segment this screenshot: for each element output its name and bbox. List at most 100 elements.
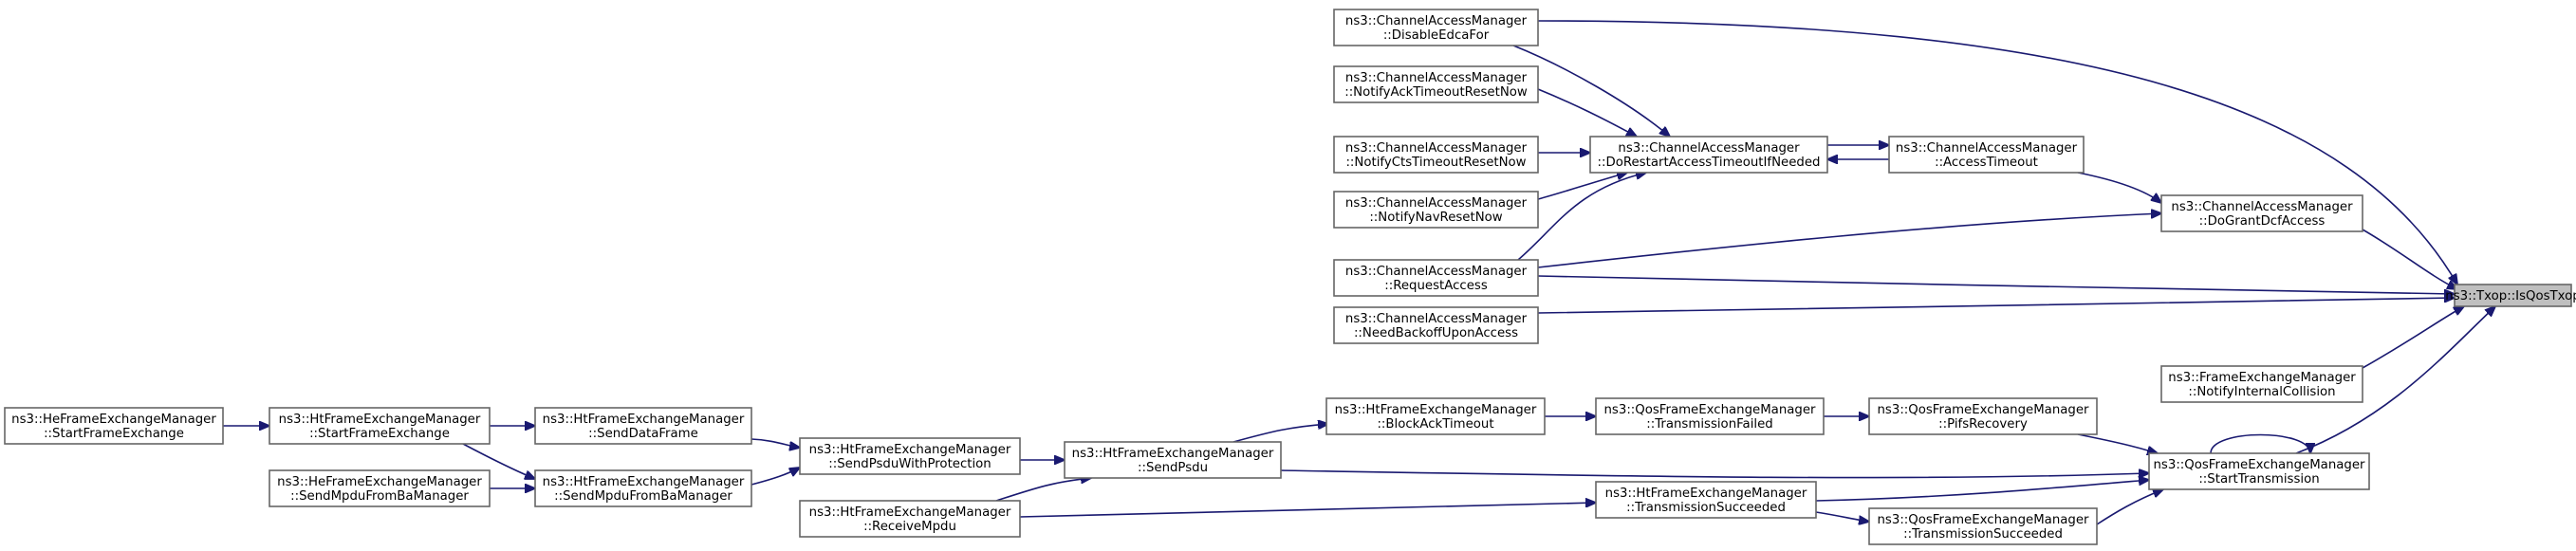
node-box — [1325, 397, 1546, 435]
node-label-class: ns3::HeFrameExchangeManager — [11, 413, 216, 427]
node-label-class: ns3::ChannelAccessManager — [1345, 265, 1528, 279]
node-label-method: ::TransmissionSucceeded — [1903, 527, 2063, 542]
node-ns3-frameexchangemanager-notifyinternalcollision[interactable]: ns3::FrameExchangeManager::NotifyInterna… — [2160, 365, 2363, 403]
node-label-method: ::NeedBackoffUponAccess — [1354, 326, 1518, 340]
node-ns3-htframeexchangemanager-sendmpdufrombamanager[interactable]: ns3::HtFrameExchangeManager::SendMpduFro… — [534, 469, 752, 507]
node-ns3-channelaccessmanager-dorestartaccesstimeoutifneeded[interactable]: ns3::ChannelAccessManager::DoRestartAcce… — [1589, 136, 1828, 174]
node-label-method: ::DisableEdcaFor — [1383, 28, 1490, 43]
edge-n5-to-n4 — [1537, 88, 1637, 137]
node-box — [1868, 397, 2098, 435]
node-ns3-channelaccessmanager-needbackoffuponaccess[interactable]: ns3::ChannelAccessManager::NeedBackoffUp… — [1333, 306, 1539, 344]
node-label-method: ::ReceiveMpdu — [863, 520, 956, 534]
node-box — [534, 407, 752, 445]
node-ns3-htframeexchangemanager-senddataframe[interactable]: ns3::HtFrameExchangeManager::SendDataFra… — [534, 407, 752, 445]
node-label-class: ns3::ChannelAccessManager — [2171, 200, 2353, 214]
edge-n10-to-n0 — [2362, 306, 2464, 369]
node-box — [799, 437, 1021, 475]
node-label-method: ::SendMpduFromBaManager — [554, 489, 732, 504]
node-ns3-htframeexchangemanager-receivempdu[interactable]: ns3::HtFrameExchangeManager::ReceiveMpdu — [799, 500, 1021, 538]
node-ns3-htframeexchangemanager-sendpsduwithprotection[interactable]: ns3::HtFrameExchangeManager::SendPsduWit… — [799, 437, 1021, 475]
edge-n11-to-n0 — [2295, 306, 2495, 454]
node-box — [2160, 194, 2363, 232]
node-label-method: ::NotifyCtsTimeoutResetNow — [1345, 156, 1526, 170]
node-ns3-qosframeexchangemanager-transmissionsucceeded[interactable]: ns3::QosFrameExchangeManager::Transmissi… — [1868, 507, 2098, 545]
node-box — [1333, 136, 1539, 174]
node-ns3-qosframeexchangemanager-starttransmission[interactable]: ns3::QosFrameExchangeManager::StartTrans… — [2148, 452, 2370, 490]
node-box — [1333, 191, 1539, 229]
node-label-class: ns3::QosFrameExchangeManager — [1604, 403, 1817, 417]
node-ns3-channelaccessmanager-dograntdcfaccess[interactable]: ns3::ChannelAccessManager::DoGrantDcfAcc… — [2160, 194, 2363, 232]
node-label-method: ::StartFrameExchange — [44, 427, 184, 441]
node-label-method: ::NotifyInternalCollision — [2188, 385, 2335, 399]
node-label-class: ns3::HtFrameExchangeManager — [1605, 487, 1807, 501]
node-box — [1333, 9, 1539, 46]
node-label-class: ns3::HeFrameExchangeManager — [277, 475, 482, 489]
node-label-method: ::TransmissionSucceeded — [1626, 501, 1786, 515]
node-label-class: ns3::HtFrameExchangeManager — [809, 505, 1011, 520]
node-label-class: ns3::ChannelAccessManager — [1345, 14, 1528, 28]
node-label-method: ::StartFrameExchange — [309, 427, 450, 441]
node-label-class: ns3::HtFrameExchangeManager — [279, 413, 481, 427]
node-label-class: ns3::HtFrameExchangeManager — [809, 443, 1011, 457]
edge-n7-to-n4 — [1537, 173, 1627, 200]
edge-n22-to-n15 — [995, 478, 1091, 502]
node-label-method: ::NotifyNavResetNow — [1369, 211, 1502, 225]
edge-n15-to-n11 — [1280, 470, 2149, 479]
edge-n17-to-n16 — [751, 438, 800, 448]
node-label-method: ::NotifyAckTimeoutResetNow — [1344, 85, 1528, 100]
edge-n8-to-n4 — [1517, 173, 1646, 261]
edge-n11-to-n11 — [2210, 433, 2310, 454]
node-box — [4, 407, 224, 445]
node-box — [1333, 259, 1539, 297]
node-ns3-heframeexchangemanager-startframeexchange[interactable]: ns3::HeFrameExchangeManager::StartFrameE… — [4, 407, 224, 445]
node-label-class: ns3::QosFrameExchangeManager — [2154, 458, 2366, 472]
edge-n1-to-n4 — [1512, 45, 1670, 137]
node-label-method: ::DoGrantDcfAccess — [2199, 214, 2326, 229]
node-ns3-qosframeexchangemanager-pifsrecovery[interactable]: ns3::QosFrameExchangeManager::PifsRecove… — [1868, 397, 2098, 435]
edge-n20-to-n16 — [751, 468, 800, 486]
node-label-method: ::StartTransmission — [2198, 472, 2319, 487]
node-label-class: ns3::HtFrameExchangeManager — [543, 475, 745, 489]
edge-n3-to-n2 — [2077, 172, 2161, 203]
node-box — [534, 469, 752, 507]
node-ns3-channelaccessmanager-notifynavresetnow[interactable]: ns3::ChannelAccessManager::NotifyNavRese… — [1333, 191, 1539, 229]
node-ns3-qosframeexchangemanager-transmissionfailed[interactable]: ns3::QosFrameExchangeManager::Transmissi… — [1595, 397, 1825, 435]
node-label-class: ns3::QosFrameExchangeManager — [1878, 513, 2090, 527]
node-label-class: ns3::HtFrameExchangeManager — [1072, 447, 1274, 461]
node-label-method: ::SendPsdu — [1138, 461, 1208, 475]
node-label-method: ::PifsRecovery — [1938, 417, 2028, 432]
node-ns3-htframeexchangemanager-sendpsdu[interactable]: ns3::HtFrameExchangeManager::SendPsdu — [1064, 441, 1282, 479]
node-ns3-htframeexchangemanager-startframeexchange[interactable]: ns3::HtFrameExchangeManager::StartFrameE… — [269, 407, 491, 445]
node-label-method: ::SendPsduWithProtection — [828, 457, 991, 471]
edge-n8-to-n0 — [1537, 275, 2455, 294]
node-ns3-channelaccessmanager-accesstimeout[interactable]: ns3::ChannelAccessManager::AccessTimeout — [1888, 136, 2085, 174]
node-label-method: ::BlockAckTimeout — [1377, 417, 1493, 432]
node-label-method: ::AccessTimeout — [1935, 156, 2038, 170]
node-box — [1868, 507, 2098, 545]
node-label-class: ns3::QosFrameExchangeManager — [1878, 403, 2090, 417]
node-label-class: ns3::HtFrameExchangeManager — [543, 413, 745, 427]
node-label-method: ::RequestAccess — [1384, 279, 1488, 293]
node-ns3-htframeexchangemanager-blockacktimeout[interactable]: ns3::HtFrameExchangeManager::BlockAckTim… — [1325, 397, 1546, 435]
node-box — [1064, 441, 1282, 479]
node-label-method: ::SendDataFrame — [588, 427, 698, 441]
node-box — [269, 407, 491, 445]
node-ns3-channelaccessmanager-notifyctstimeoutresetnow[interactable]: ns3::ChannelAccessManager::NotifyCtsTime… — [1333, 136, 1539, 174]
node-box — [2148, 452, 2370, 490]
node-ns3-htframeexchangemanager-transmissionsucceeded[interactable]: ns3::HtFrameExchangeManager::Transmissio… — [1595, 481, 1817, 519]
node-label-method: ::TransmissionFailed — [1646, 417, 1772, 432]
edge-n18-to-n20 — [462, 443, 535, 479]
node-label-class: ns3::HtFrameExchangeManager — [1335, 403, 1537, 417]
edge-n22-to-n23 — [1019, 503, 1596, 518]
edge-n15-to-n14 — [1232, 424, 1328, 443]
node-ns3-channelaccessmanager-requestaccess[interactable]: ns3::ChannelAccessManager::RequestAccess — [1333, 259, 1539, 297]
node-ns3-txop-isqostxop[interactable]: ns3::Txop::IsQosTxop — [2445, 284, 2576, 307]
node-ns3-channelaccessmanager-notifyacktimeoutresetnow[interactable]: ns3::ChannelAccessManager::NotifyAckTime… — [1333, 65, 1539, 103]
node-box — [1333, 65, 1539, 103]
node-ns3-heframeexchangemanager-sendmpdufrombamanager[interactable]: ns3::HeFrameExchangeManager::SendMpduFro… — [269, 469, 491, 507]
edge-n9-to-n0 — [1537, 298, 2455, 314]
edge-n8-to-n2 — [1537, 213, 2161, 268]
node-ns3-channelaccessmanager-disableedcafor[interactable]: ns3::ChannelAccessManager::DisableEdcaFo… — [1333, 9, 1539, 46]
node-label-class: ns3::ChannelAccessManager — [1618, 141, 1800, 156]
